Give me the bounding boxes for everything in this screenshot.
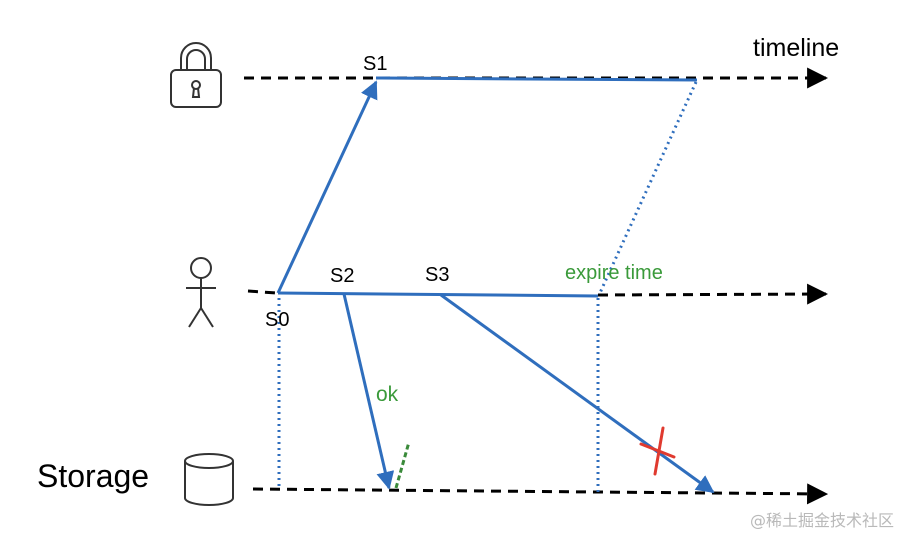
client-active-segment xyxy=(277,291,599,298)
write-rejected-arrow xyxy=(440,293,715,494)
storage-label: Storage xyxy=(37,458,149,494)
ok-label: ok xyxy=(376,383,399,406)
expire-time-label: expire time xyxy=(565,262,663,284)
acquire-lock-arrow xyxy=(276,80,378,294)
lock-held-segment xyxy=(375,76,698,82)
lock-icon xyxy=(170,42,222,108)
client-timeline xyxy=(597,283,829,305)
ok-tick xyxy=(394,441,411,489)
s2-label: S2 xyxy=(330,265,354,287)
watermark: @稀土掘金技术社区 xyxy=(750,511,894,530)
storage-timeline xyxy=(252,483,829,505)
person-icon xyxy=(186,257,216,328)
s3-label: S3 xyxy=(425,264,449,286)
timeline-label: timeline xyxy=(753,34,839,62)
reject-cross-icon xyxy=(639,426,676,476)
s0-label: S0 xyxy=(265,309,289,331)
client-timeline-pre xyxy=(247,289,277,295)
database-cylinder-icon xyxy=(184,453,234,506)
write-ok-arrow xyxy=(342,293,395,490)
s1-label: S1 xyxy=(363,53,387,75)
